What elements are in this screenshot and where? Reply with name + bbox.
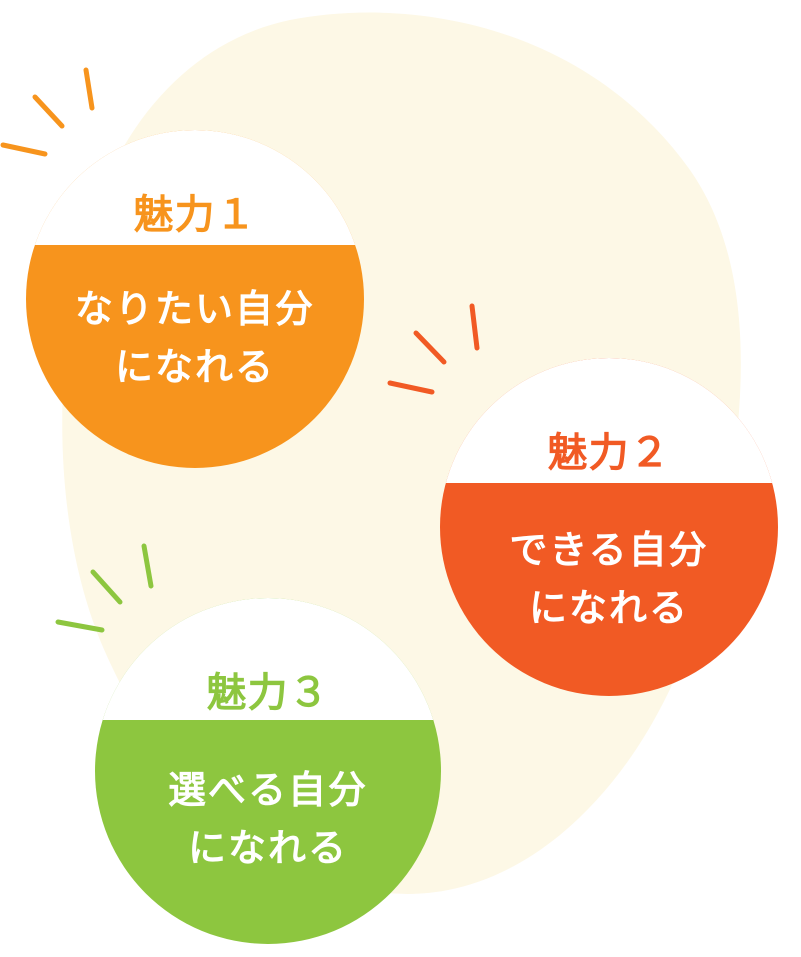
charm-badge-1: 魅力１ なりたい自分 になれる	[26, 130, 364, 468]
badge-text-line1: なりたい自分	[74, 287, 315, 331]
ray-line	[55, 619, 105, 633]
charm-badge-3: 魅力３ 選べる自分 になれる	[95, 598, 441, 944]
badge-text: 選べる自分 になれる	[95, 761, 441, 877]
ray-line	[387, 380, 435, 395]
badge-label: 魅力２	[547, 430, 671, 476]
ray-line	[141, 543, 154, 589]
badge-text-line2: になれる	[528, 586, 689, 630]
badge-label: 魅力１	[133, 192, 257, 238]
badge-text-line2: になれる	[187, 826, 348, 870]
ray-line	[32, 94, 65, 129]
badge-text: できる自分 になれる	[440, 521, 778, 637]
ray-line	[83, 67, 95, 111]
badge-text: なりたい自分 になれる	[26, 280, 364, 396]
badge-label: 魅力３	[206, 670, 330, 716]
ray-line	[0, 142, 48, 157]
ray-line	[469, 303, 480, 351]
badge-text-line1: できる自分	[509, 528, 709, 572]
ray-line	[413, 330, 447, 365]
ray-line	[90, 569, 123, 605]
badge-text-line2: になれる	[114, 345, 275, 389]
charm-badge-2: 魅力２ できる自分 になれる	[440, 358, 778, 696]
badge-text-line1: 選べる自分	[167, 768, 368, 812]
